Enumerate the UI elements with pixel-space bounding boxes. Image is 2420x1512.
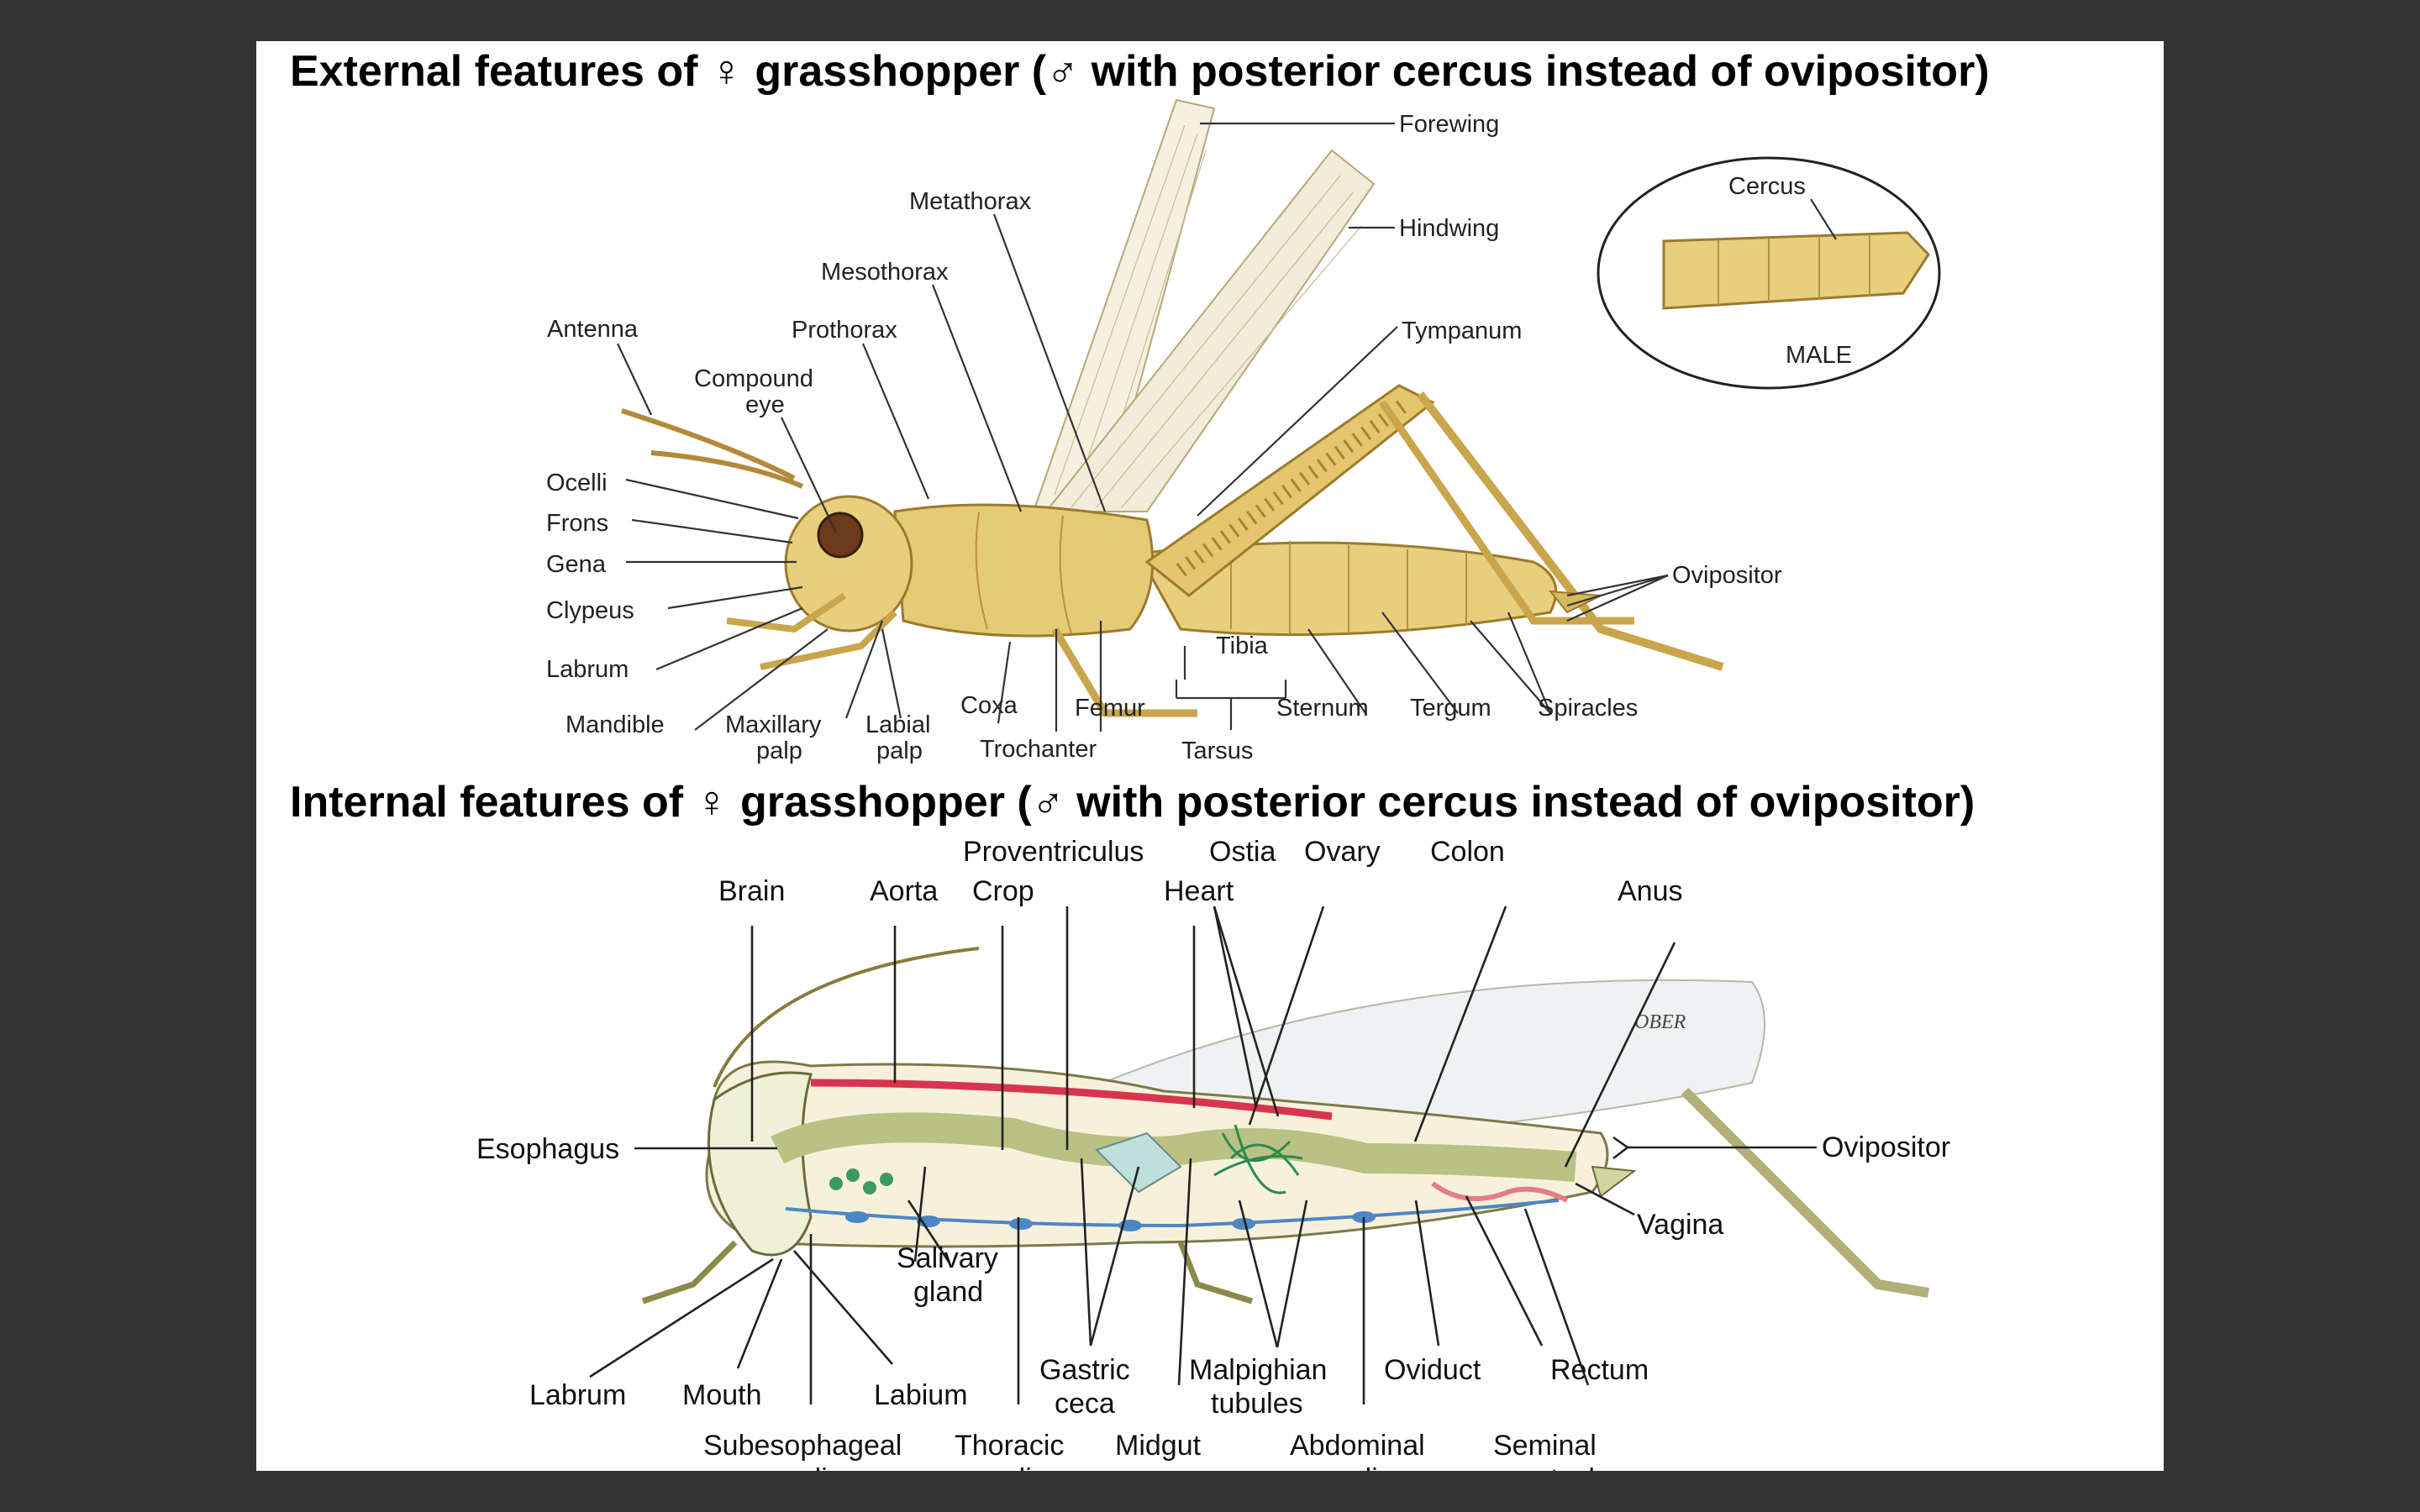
label-metathorax: Metathorax xyxy=(909,188,1032,215)
label-compound-eye-2: eye xyxy=(745,391,785,418)
external-title: External features of ♀ grasshopper (♂ wi… xyxy=(290,47,1990,96)
label-ovary: Ovary xyxy=(1304,836,1381,868)
internal-grasshopper-illustration: OBER xyxy=(641,947,1929,1305)
label-maxillary-palp-2: palp xyxy=(756,738,802,764)
label-anus: Anus xyxy=(1618,875,1683,907)
label-ovipositor-int: Ovipositor xyxy=(1822,1131,1950,1163)
label-male: MALE xyxy=(1786,342,1852,369)
label-trochanter: Trochanter xyxy=(980,736,1097,763)
label-seminal-2: receptacle xyxy=(1479,1463,1611,1471)
internal-title: Internal features of ♀ grasshopper (♂ wi… xyxy=(290,778,1975,827)
label-gena: Gena xyxy=(546,551,607,578)
internal-labels: Proventriculus Ostia Ovary Colon Brain A… xyxy=(476,836,1950,1471)
label-seminal-1: Seminal xyxy=(1493,1430,1597,1462)
label-rectum: Rectum xyxy=(1550,1354,1649,1386)
internal-leader-lines xyxy=(589,906,1817,1404)
label-cercus: Cercus xyxy=(1728,173,1806,200)
grasshopper-diagram: External features of ♀ grasshopper (♂ wi… xyxy=(290,47,1990,1471)
slide: External features of ♀ grasshopper (♂ wi… xyxy=(256,41,2164,1471)
label-tarsus: Tarsus xyxy=(1181,738,1253,764)
label-clypeus: Clypeus xyxy=(546,597,634,624)
label-colon: Colon xyxy=(1430,836,1505,868)
label-compound-eye-1: Compound xyxy=(694,365,813,392)
label-gastric-ceca-2: ceca xyxy=(1055,1388,1115,1420)
external-labels: Forewing Hindwing Metathorax Mesothorax … xyxy=(546,111,1852,764)
label-subesophageal-2: ganglion xyxy=(751,1463,860,1471)
label-brain: Brain xyxy=(718,875,785,907)
label-abdominal-1: Abdominal xyxy=(1290,1430,1425,1462)
label-vagina: Vagina xyxy=(1637,1209,1723,1241)
label-mesothorax: Mesothorax xyxy=(821,259,949,286)
label-ovipositor-ext: Ovipositor xyxy=(1672,562,1782,589)
label-spiracles: Spiracles xyxy=(1538,695,1638,722)
label-esophagus: Esophagus xyxy=(476,1133,619,1165)
label-frons: Frons xyxy=(546,510,608,537)
label-subesophageal-1: Subesophageal xyxy=(703,1430,902,1462)
label-labium: Labium xyxy=(874,1379,968,1411)
label-mandible: Mandible xyxy=(566,711,665,738)
label-tibia: Tibia xyxy=(1216,633,1269,659)
external-leader-lines xyxy=(617,122,1837,732)
label-labrum-ext: Labrum xyxy=(546,656,629,683)
label-tergum: Tergum xyxy=(1410,695,1491,722)
label-abdominal-2: ganglion xyxy=(1302,1463,1410,1471)
label-proventriculus: Proventriculus xyxy=(963,836,1144,868)
label-salivary-gland-2: gland xyxy=(913,1276,983,1308)
label-crop: Crop xyxy=(972,875,1034,907)
label-gastric-ceca-1: Gastric xyxy=(1039,1354,1130,1386)
label-midgut: Midgut xyxy=(1115,1430,1202,1462)
label-ostia: Ostia xyxy=(1209,836,1276,868)
label-malpighian-1: Malpighian xyxy=(1189,1354,1327,1386)
label-labial-palp-2: palp xyxy=(876,738,923,764)
label-thoracic-1: Thoracic xyxy=(955,1430,1064,1462)
label-coxa: Coxa xyxy=(960,692,1018,719)
label-salivary-gland-1: Salivary xyxy=(897,1242,998,1274)
label-sternum: Sternum xyxy=(1276,695,1369,722)
label-malpighian-2: tubules xyxy=(1211,1388,1303,1420)
label-forewing: Forewing xyxy=(1399,111,1499,138)
label-mouth: Mouth xyxy=(682,1379,762,1411)
label-labrum-int: Labrum xyxy=(529,1379,626,1411)
male-inset xyxy=(1597,156,1941,390)
label-femur: Femur xyxy=(1075,695,1145,722)
label-tympanum: Tympanum xyxy=(1402,318,1522,344)
wing-mark: OBER xyxy=(1634,1011,1686,1033)
label-oviduct: Oviduct xyxy=(1384,1354,1481,1386)
label-prothorax: Prothorax xyxy=(792,317,897,344)
label-labial-palp-1: Labial xyxy=(865,711,930,738)
label-heart: Heart xyxy=(1164,875,1234,907)
label-maxillary-palp-1: Maxillary xyxy=(725,711,822,738)
label-antenna: Antenna xyxy=(547,316,639,343)
label-ocelli: Ocelli xyxy=(546,470,608,496)
external-grasshopper-illustration xyxy=(621,98,1724,717)
label-thoracic-2: ganglion xyxy=(955,1463,1064,1471)
label-aorta: Aorta xyxy=(870,875,938,907)
label-hindwing: Hindwing xyxy=(1399,215,1499,242)
